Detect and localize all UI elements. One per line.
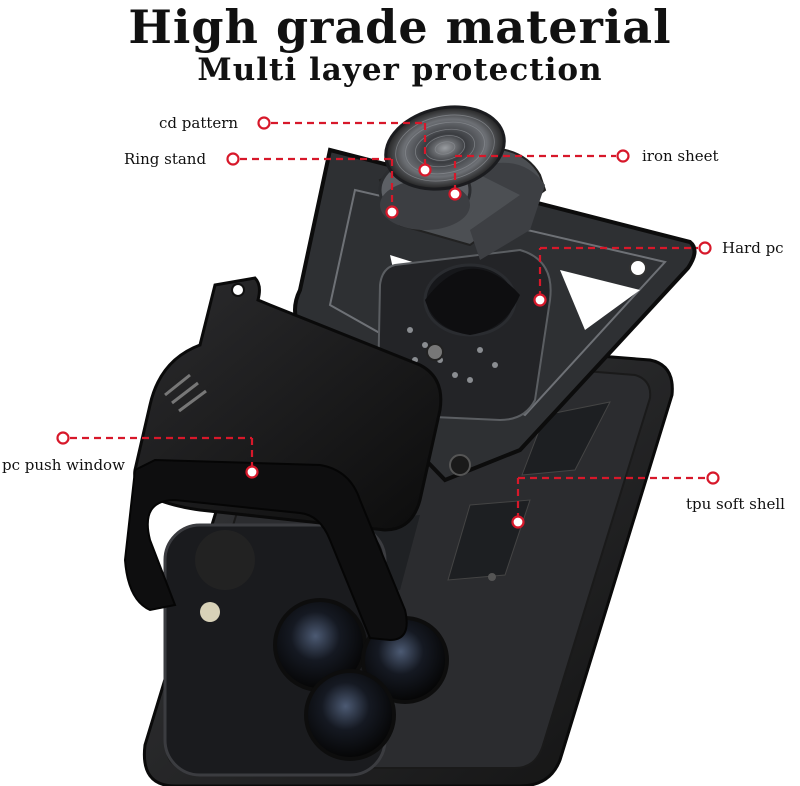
label-ring-stand: Ring stand <box>124 150 207 168</box>
pc-push-window <box>123 276 443 642</box>
callout-lines <box>70 121 706 520</box>
ring-stand-cd-pattern <box>378 105 547 260</box>
page-title: High grade material <box>128 0 672 54</box>
label-hard-pc: Hard pc <box>722 239 784 257</box>
page-subtitle: Multi layer protection <box>197 52 603 88</box>
callout-dots <box>56 116 720 529</box>
label-iron-sheet: iron sheet <box>642 147 719 165</box>
flash-icon <box>200 602 220 622</box>
label-cd-pattern: cd pattern <box>159 114 239 132</box>
label-pc-push-window: pc push window <box>2 456 125 474</box>
label-tpu-soft-shell: tpu soft shell <box>686 495 785 513</box>
